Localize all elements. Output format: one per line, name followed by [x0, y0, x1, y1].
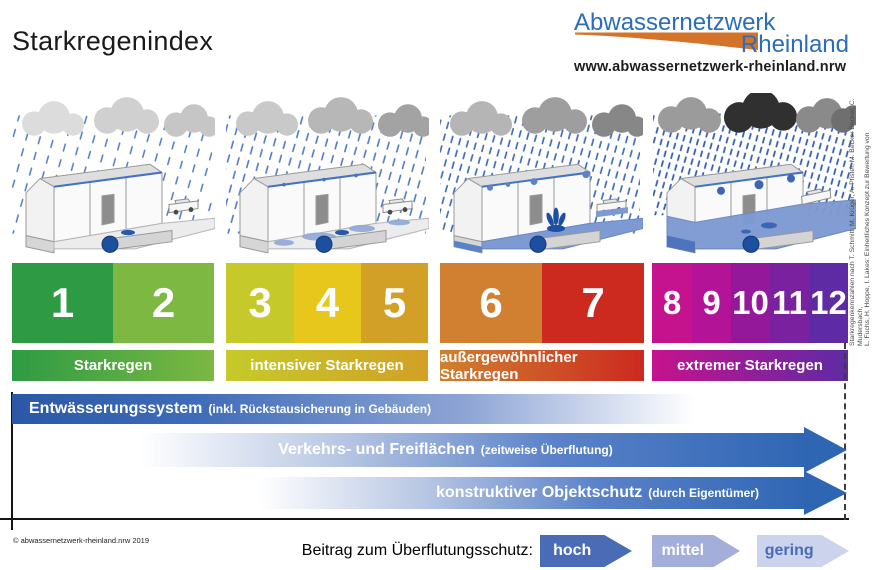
- logo-url: www.abwassernetzwerk-rheinland.nrw: [573, 59, 847, 74]
- bar-arrowhead-icon: [804, 427, 847, 473]
- scale-cell-1: 1: [12, 263, 113, 343]
- basement-water: [667, 235, 695, 253]
- manhole-fountain-icon: [546, 207, 566, 233]
- basement-water: [454, 240, 482, 253]
- roof-gutter: [694, 171, 804, 188]
- clouds-light: [22, 97, 215, 137]
- group-label-starkregen: Starkregen: [12, 350, 214, 381]
- legend-arrow-gering: gering: [757, 535, 849, 567]
- scene-aussergewoehnlicher-starkregen: [440, 97, 643, 254]
- page-title: Starkregenindex: [12, 26, 214, 56]
- scale-cell-5: 5: [361, 263, 428, 343]
- bar-title: Entwässerungssystem: [29, 400, 203, 417]
- scale-cell-4: 4: [294, 263, 361, 343]
- pipe-opening-icon: [742, 235, 760, 253]
- abwassernetzwerk-rheinland-logo: Abwassernetzwerk Rheinland www.abwassern…: [573, 9, 849, 74]
- pipe-opening-icon: [101, 235, 119, 253]
- citation-line: Starkregenkennzahlen nach T. Schmitt, M.…: [849, 98, 864, 346]
- bar-konstruktiver-objektschutz: konstruktiver Objektschutz (durch Eigent…: [258, 477, 805, 509]
- logo-word-2: Rheinland: [741, 31, 849, 58]
- bar-subtitle: (inkl. Rückstausicherung in Gebäuden): [208, 402, 432, 416]
- building-illustration: [239, 163, 377, 254]
- roof-gutter: [53, 171, 163, 188]
- scale-cell-3: 3: [226, 263, 294, 343]
- pipe-opening-icon: [315, 235, 333, 253]
- citation-line: L. Fuchs, H. Hoppe, I. Lakes: Einheitlic…: [864, 132, 872, 346]
- scale-cell-11: 11: [770, 263, 809, 343]
- scale-cell-12: 12: [809, 263, 848, 343]
- bar-title: konstruktiver Objektschutz: [436, 484, 643, 501]
- water-over-wheels: [596, 207, 628, 218]
- splash-marks: [487, 170, 590, 191]
- bar-title: Verkehrs- und Freiflächen: [278, 441, 475, 458]
- clouds-medium: [236, 97, 429, 137]
- scene-extremer-starkregen: [653, 93, 856, 254]
- scale-cell-7: 7: [542, 263, 644, 343]
- bar-subtitle: (zeitweise Überflutung): [480, 443, 613, 457]
- bar-entwaesserungssystem: Entwässerungssystem (inkl. Rückstausiche…: [12, 394, 845, 424]
- street-drain-icon: [335, 229, 349, 236]
- street-drain-icon: [121, 229, 135, 236]
- bar-arrowhead-icon: [804, 471, 847, 515]
- bottom-axis-line: [0, 518, 849, 520]
- dashed-guide-line: [844, 343, 846, 520]
- scale-cell-6: 6: [440, 263, 542, 343]
- logo-word-1: Abwassernetzwerk: [574, 9, 776, 36]
- legend-arrow-hoch: hoch: [540, 535, 632, 567]
- group-label-intensiver-starkregen: intensiver Starkregen: [226, 350, 428, 381]
- pipe-opening-icon: [529, 235, 547, 253]
- scale-cell-2: 2: [113, 263, 214, 343]
- roof-gutter: [267, 171, 377, 188]
- group-label-aussergewoehnlicher-starkregen: außergewöhnlicher Starkregen: [440, 349, 644, 383]
- scale-cell-10: 10: [731, 263, 770, 343]
- bar-subtitle: (durch Eigentümer): [648, 486, 759, 500]
- scene-intensiver-starkregen: [226, 97, 429, 254]
- scale-cell-9: 9: [692, 263, 731, 343]
- logo-swoosh-icon: [575, 32, 758, 50]
- clouds-storm: [658, 93, 856, 133]
- scale-cell-8: 8: [652, 263, 692, 343]
- left-axis-line: [11, 392, 13, 530]
- scene-starkregen: [12, 97, 215, 254]
- gutter-drips: [282, 173, 358, 187]
- copyright-note: © abwassernetzwerk-rheinland.nrw 2019: [13, 536, 150, 545]
- building-illustration: [453, 163, 591, 254]
- legend-arrow-mittel: mittel: [652, 535, 740, 567]
- car-icon: [168, 198, 199, 215]
- floating-car-icon: [801, 188, 832, 206]
- citation-note: Starkregenkennzahlen nach T. Schmitt, M.…: [849, 94, 872, 346]
- splash-marks: [717, 174, 795, 234]
- bar-verkehrs-freiflaechen: Verkehrs- und Freiflächen (zeitweise Übe…: [140, 433, 805, 467]
- street: [267, 217, 429, 250]
- street: [53, 217, 215, 250]
- legend-label: Beitrag zum Überflutungsschutz:: [301, 542, 533, 559]
- group-label-extremer-starkregen: extremer Starkregen: [652, 350, 848, 381]
- car-icon: [382, 198, 413, 215]
- clouds-dark: [450, 97, 643, 137]
